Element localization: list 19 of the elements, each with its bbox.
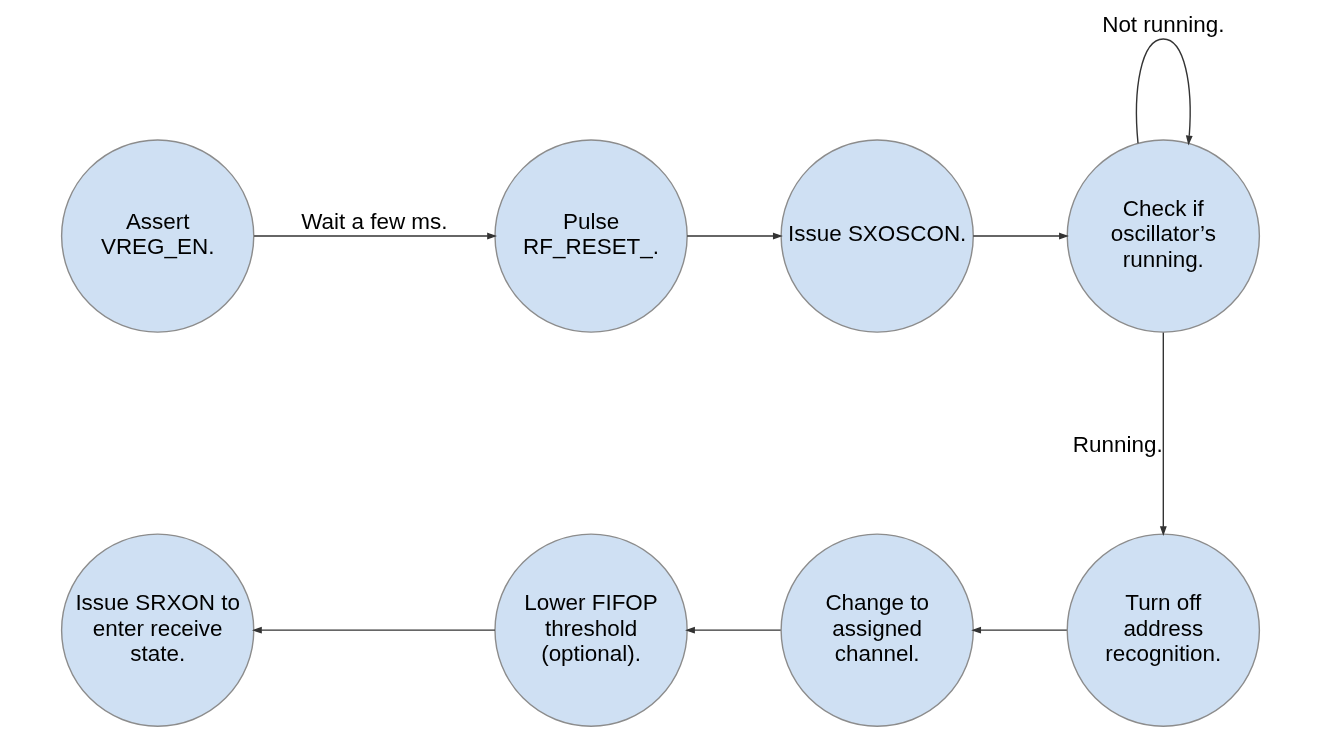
node-circle: Lower FIFOP threshold (optional). bbox=[494, 533, 688, 727]
edge-label: Not running. bbox=[1102, 11, 1225, 37]
node-circle: Issue SXOSCON. bbox=[780, 139, 974, 333]
arrow bbox=[253, 232, 497, 240]
arrow bbox=[252, 626, 496, 634]
node-circle: Assert VREG_EN. bbox=[60, 139, 255, 333]
arrow bbox=[686, 232, 783, 240]
arrow bbox=[971, 626, 1068, 634]
arrow bbox=[1135, 38, 1193, 146]
node-circle: Issue SRXON to enter receive state. bbox=[60, 533, 255, 727]
node-circle: Turn off address recognition. bbox=[1066, 533, 1261, 727]
edge-label: Wait a few ms. bbox=[301, 208, 448, 234]
edge-label: Running. bbox=[1072, 431, 1163, 457]
arrow bbox=[972, 232, 1069, 240]
node-circle: Change to assigned channel. bbox=[780, 533, 974, 727]
node-circle: Check if oscillator’s running. bbox=[1066, 139, 1261, 333]
arrow bbox=[1159, 331, 1167, 537]
arrow bbox=[685, 626, 782, 634]
node-circle: Pulse RF_RESET_. bbox=[494, 139, 688, 333]
